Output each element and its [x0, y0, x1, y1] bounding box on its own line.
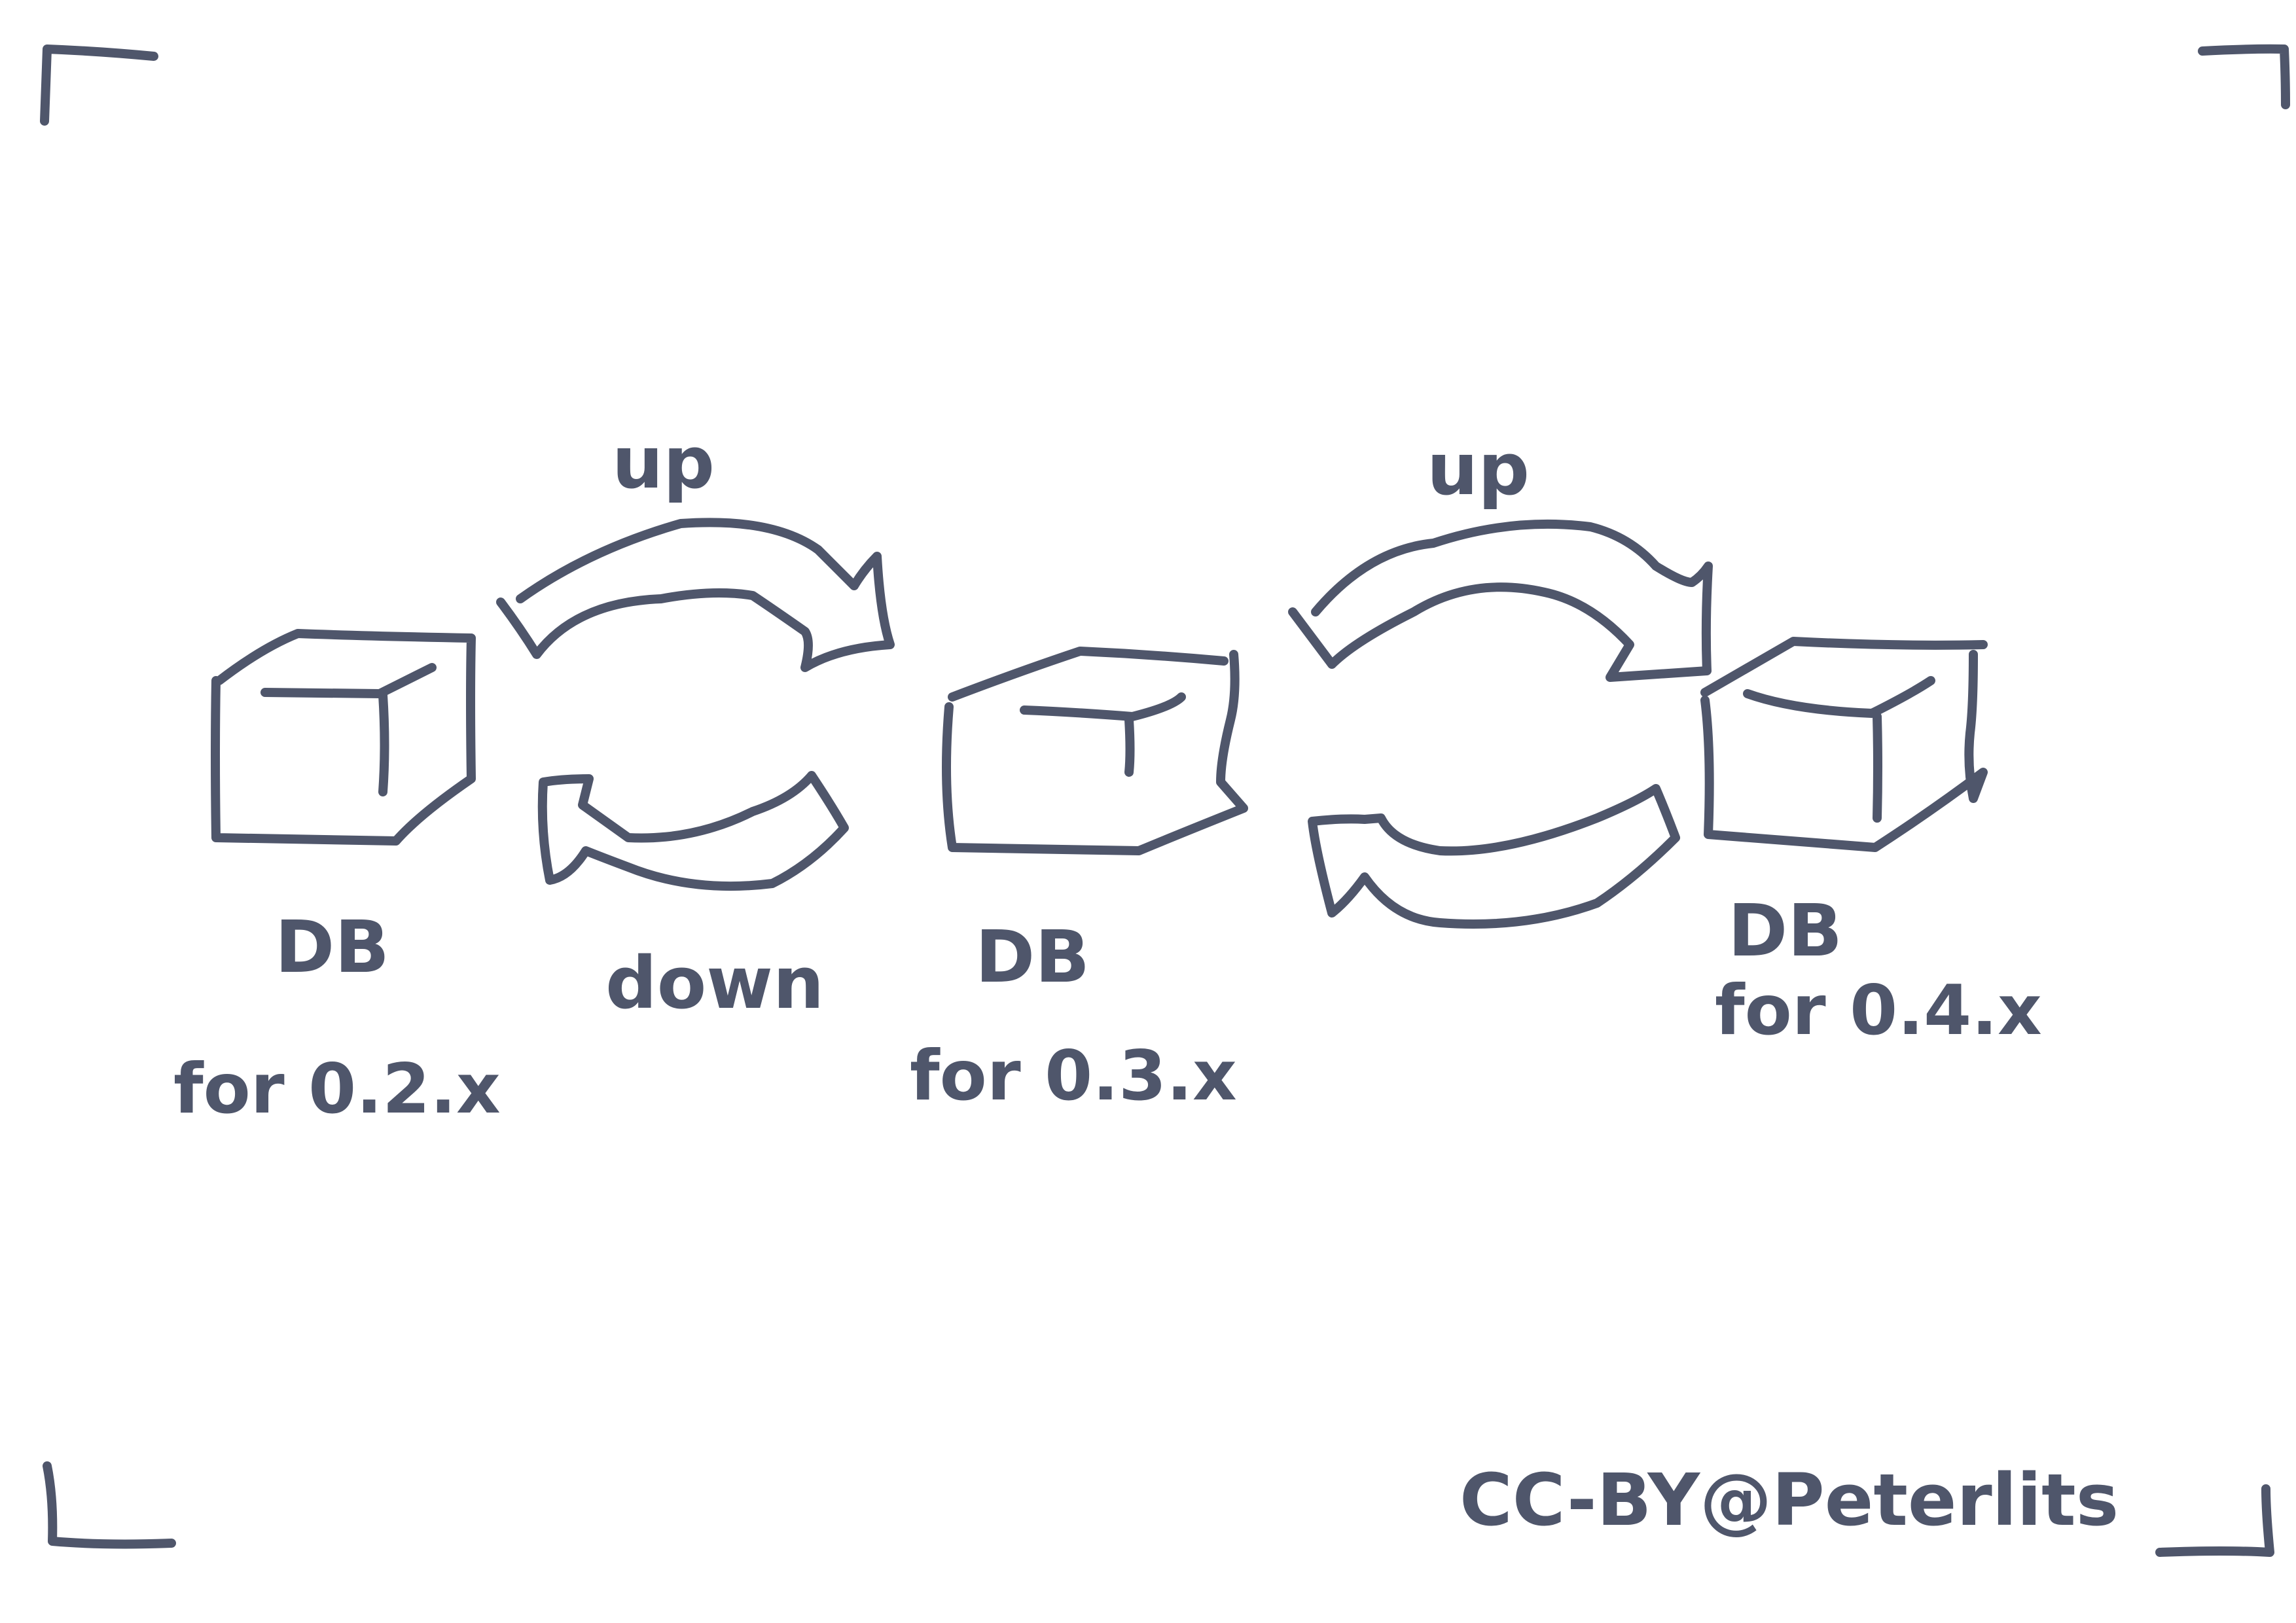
- db-label-0.2: DB: [275, 905, 389, 989]
- db-box-0.2: [211, 629, 476, 846]
- up-arrow-2: [1288, 519, 1713, 682]
- db-version-0.3: for 0.3.x: [910, 1036, 1237, 1116]
- down-arrow-2: [1308, 784, 1680, 929]
- db-version-0.4: for 0.4.x: [1715, 971, 2042, 1050]
- up-label-2: up: [1427, 427, 1530, 511]
- up-arrow-1: [496, 518, 895, 672]
- corner-marks: [40, 44, 2290, 1557]
- down-label: down: [605, 941, 824, 1025]
- db-box-0.4: [1700, 637, 1988, 852]
- up-label-1: up: [612, 421, 715, 505]
- license-text: CC-BY@Peterlits: [1460, 1458, 2119, 1542]
- db-label-0.3: DB: [975, 915, 1090, 999]
- db-box-0.3: [942, 647, 1248, 855]
- db-label-0.4: DB: [1728, 889, 1842, 972]
- down-arrow: [537, 771, 849, 891]
- db-version-0.2: for 0.2.x: [173, 1049, 501, 1129]
